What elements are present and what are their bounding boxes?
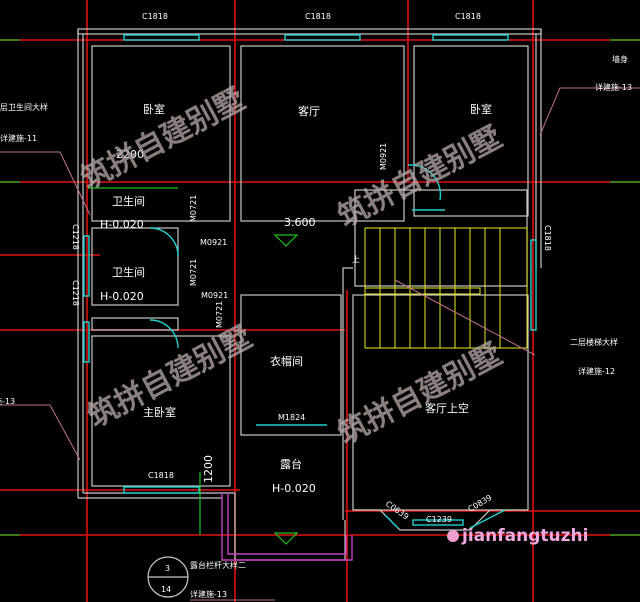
room-label-bathroom: 卫生间	[112, 265, 145, 279]
callout-text: 层卫生间大样	[0, 102, 48, 112]
callout-leaders	[0, 87, 640, 601]
room-label-master-bedroom: 主卧室	[143, 405, 176, 419]
window-label: C1818	[142, 12, 168, 21]
watermark: 筑拼自建别墅	[332, 337, 507, 452]
index-number: 3	[165, 564, 170, 573]
callout-ref: 详建施-11	[0, 133, 37, 143]
window-label: C1218	[71, 224, 80, 250]
dimension-label: 1200	[202, 455, 215, 483]
room-label-cloakroom: 衣帽间	[270, 354, 303, 368]
room-label-bedroom: 卧室	[143, 102, 165, 116]
room-label-bathroom: 卫生间	[112, 194, 145, 208]
window-label: C1818	[543, 225, 552, 251]
callout-ref: 详建施-13	[595, 82, 632, 92]
watermark: 筑拼自建别墅	[332, 120, 507, 235]
door-label: M0921	[201, 291, 228, 300]
window-label: C1239	[426, 515, 452, 524]
elevation-label: H-0.020	[100, 290, 144, 303]
door-label: M0721	[215, 301, 224, 328]
room-label-living: 客厅	[298, 104, 320, 118]
staircase	[364, 227, 528, 349]
door-label: M0721	[189, 195, 198, 222]
watermark: 筑拼自建别墅	[75, 82, 250, 197]
wechat-icon	[447, 530, 459, 542]
callout-text: 露台栏杆大样二	[190, 560, 246, 570]
elevation-label: H-0.020	[272, 482, 316, 495]
room-label-void: 客厅上空	[425, 401, 469, 415]
elevation-label: H-0.020	[100, 218, 144, 231]
door-label: M1824	[278, 413, 305, 422]
callout-ref: 详建施-13	[0, 396, 15, 406]
door-label: M0721	[189, 259, 198, 286]
room-label-bedroom: 卧室	[470, 102, 492, 116]
callout-ref: 详建施-12	[578, 366, 615, 376]
dimension-label: 2200	[116, 148, 144, 161]
terrace-railing	[221, 493, 353, 561]
elevation-label: 3.600	[284, 216, 316, 229]
callout-ref: 详建施-13	[190, 589, 227, 599]
door-label: M0921	[200, 238, 227, 247]
window-label: C1818	[148, 471, 174, 480]
windows	[83, 34, 537, 529]
window-label: C1818	[305, 12, 331, 21]
door-label: M0921	[379, 143, 388, 170]
callout-text: 墙身	[612, 54, 628, 64]
brand-watermark: jianfangtuzhi	[461, 526, 588, 546]
callout-text: 二层楼梯大样	[570, 337, 618, 347]
window-label: C1218	[71, 280, 80, 306]
window-label: C1818	[455, 12, 481, 21]
stair-up-label: 上	[352, 255, 360, 264]
room-label-terrace: 露台	[280, 457, 302, 471]
index-sheet: 14	[161, 585, 171, 594]
walls	[77, 28, 542, 561]
